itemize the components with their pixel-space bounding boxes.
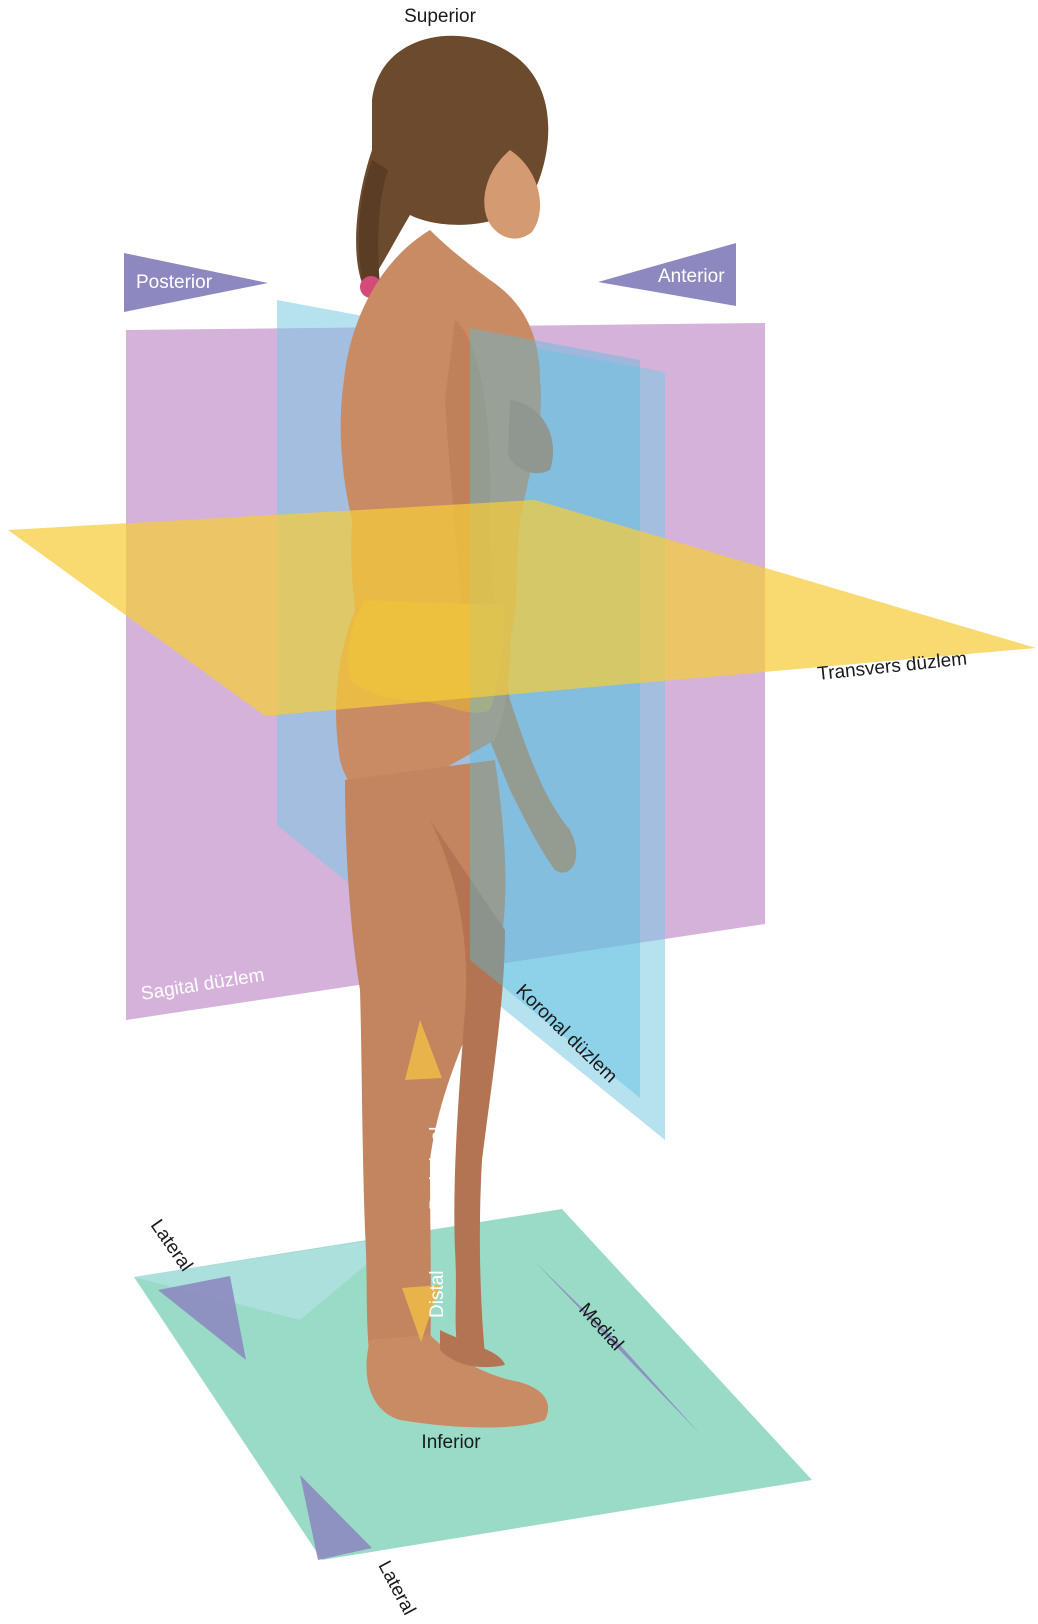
superior-label: Superior — [404, 6, 476, 27]
lateral-bottom-label: Lateral — [374, 1557, 420, 1618]
posterior-label: Posterior — [136, 272, 213, 293]
anterior-label: Anterior — [658, 266, 725, 287]
lateral-top-label: Lateral — [146, 1216, 197, 1276]
distal-label: Distal — [427, 1270, 448, 1318]
inferior-label: Inferior — [421, 1432, 481, 1453]
proximal-label: Proksimal — [427, 1127, 448, 1210]
